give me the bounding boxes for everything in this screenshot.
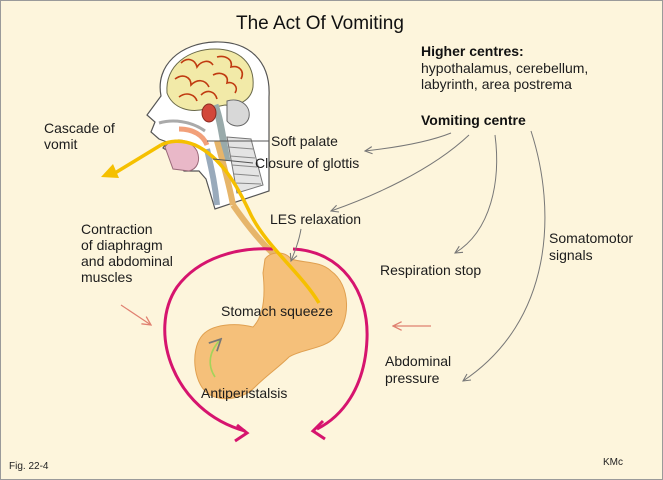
author-credit: KMc bbox=[603, 457, 623, 468]
nasal-cavity bbox=[158, 119, 206, 133]
pressure-arrow-left bbox=[120, 304, 151, 325]
cervical-spine bbox=[226, 136, 264, 194]
somatomotor-label-line-1: Somatomotor bbox=[549, 230, 634, 246]
vomit-path bbox=[160, 139, 321, 304]
squeeze-ring-right bbox=[292, 247, 369, 431]
signal-arrows bbox=[291, 130, 546, 381]
cascade-label-line-2: vomit bbox=[44, 136, 78, 152]
vomit-spray bbox=[114, 143, 162, 175]
squeeze-arrow-right bbox=[310, 419, 326, 441]
abdominal-pressure-label-line-1: Abdominal bbox=[385, 353, 452, 369]
squeeze-arrow-left bbox=[234, 423, 250, 443]
contraction-label-line-4: muscles bbox=[81, 269, 133, 285]
vomiting-centre-label: Vomiting centre bbox=[421, 112, 526, 128]
higher-centres-line-1: hypothalamus, cerebellum, bbox=[421, 60, 589, 76]
vomit-arrowhead bbox=[101, 164, 119, 178]
abdominal-pressure-label-line-2: pressure bbox=[385, 370, 440, 386]
antiperistalsis-arrow bbox=[210, 339, 221, 378]
stomach bbox=[194, 252, 347, 400]
diagram-title: The Act Of Vomiting bbox=[236, 13, 404, 34]
higher-centres-heading: Higher centres: bbox=[421, 43, 524, 59]
stomach-squeeze-label: Stomach squeeze bbox=[221, 303, 334, 319]
antiperistalsis-label: Antiperistalsis bbox=[201, 385, 288, 401]
soft-palate bbox=[178, 126, 210, 147]
cerebellum bbox=[226, 99, 250, 127]
somatomotor-label-line-2: signals bbox=[549, 247, 593, 263]
respiration-stop-label: Respiration stop bbox=[380, 262, 482, 278]
head-cross-section bbox=[146, 41, 270, 210]
soft-palate-label: Soft palate bbox=[271, 133, 338, 149]
contraction-label-line-3: and abdominal bbox=[81, 253, 173, 269]
pons bbox=[201, 103, 217, 123]
contraction-label-line-1: Contraction bbox=[81, 221, 153, 237]
leader-lines bbox=[207, 140, 269, 164]
squeeze-ring-left bbox=[163, 247, 274, 433]
contraction-label-line-2: of diaphragm bbox=[81, 237, 163, 253]
closure-of-glottis-label: Closure of glottis bbox=[255, 155, 360, 171]
higher-centres-line-2: labyrinth, area postrema bbox=[421, 76, 572, 92]
figure-number: Fig. 22-4 bbox=[9, 461, 49, 472]
cascade-label-line-1: Cascade of bbox=[44, 120, 115, 136]
les-relaxation-label: LES relaxation bbox=[270, 211, 362, 227]
brain-folds bbox=[174, 55, 244, 102]
brainstem bbox=[211, 103, 231, 162]
